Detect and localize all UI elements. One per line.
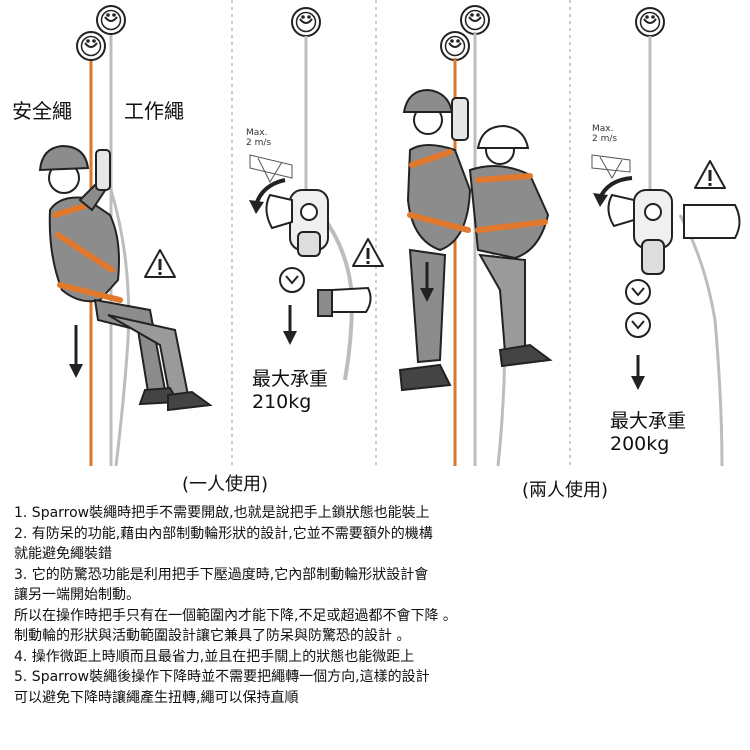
note-line: 所以在操作時把手只有在一個範圍內才能下降,不足或超過都不會下降 。 — [14, 607, 457, 624]
panel-single-user-climber — [38, 5, 213, 467]
max-load-single-value: 210kg — [252, 391, 312, 413]
max-load-double-title: 最大承重 — [610, 410, 687, 432]
note-line: 5. Sparrow裝繩後操作下降時並不需要把繩轉一個方向,這樣的設計 — [14, 669, 430, 685]
note-line: 制動輪的形狀與活動範圍設計讓它兼具了防呆與防驚恐的設計 。 — [14, 628, 411, 644]
note-line: 3. 它的防驚恐功能是利用把手下壓過度時,它內部制動輪形狀設計會 — [14, 566, 429, 583]
panel-single-user-device — [249, 7, 384, 381]
caption-single-user: (一人使用) — [182, 474, 269, 495]
feature-notes-list: 1. Sparrow裝繩時把手不需要開啟,也就是說把手上鎖狀態也能裝上 2. 有… — [14, 503, 744, 708]
anchor-ring-icon — [460, 5, 490, 35]
note-line: 讓另一端開始制動。 — [14, 587, 140, 603]
panel-two-users-device — [591, 7, 741, 467]
anchor-ring-icon — [76, 31, 106, 61]
note-line: 2. 有防呆的功能,藉由內部制動輪形狀的設計,它並不需要額外的機構 — [14, 525, 433, 542]
anchor-ring-icon — [440, 31, 470, 61]
note-line: 4. 操作微距上時順而且最省力,並且在把手關上的狀態也能微距上 — [14, 648, 415, 665]
anchor-ring-icon — [291, 7, 321, 37]
work-rope-label: 工作繩 — [124, 99, 184, 123]
max-load-double-value: 200kg — [610, 433, 670, 455]
anchor-ring-icon — [96, 5, 126, 35]
panel-two-users-climbers — [398, 5, 553, 467]
warning-icon — [352, 238, 384, 267]
warning-icon — [144, 249, 176, 278]
note-line: 就能避免繩裝錯 — [14, 546, 112, 562]
max-speed-label: Max. 2 m/s — [592, 124, 618, 144]
note-line: 可以避免下降時讓繩產生扭轉,繩可以保持直順 — [14, 689, 299, 706]
anchor-ring-icon — [635, 7, 665, 37]
work-rope-tail — [109, 189, 131, 467]
max-load-single-title: 最大承重 — [252, 368, 329, 390]
note-line: 1. Sparrow裝繩時把手不需要開啟,也就是說把手上鎖狀態也能裝上 — [14, 505, 430, 521]
illustration-panels — [38, 0, 741, 468]
safety-rope-label: 安全繩 — [12, 99, 72, 123]
caption-two-users: (兩人使用) — [522, 480, 609, 501]
warning-icon — [694, 160, 726, 189]
max-speed-label: Max. 2 m/s — [246, 128, 272, 148]
